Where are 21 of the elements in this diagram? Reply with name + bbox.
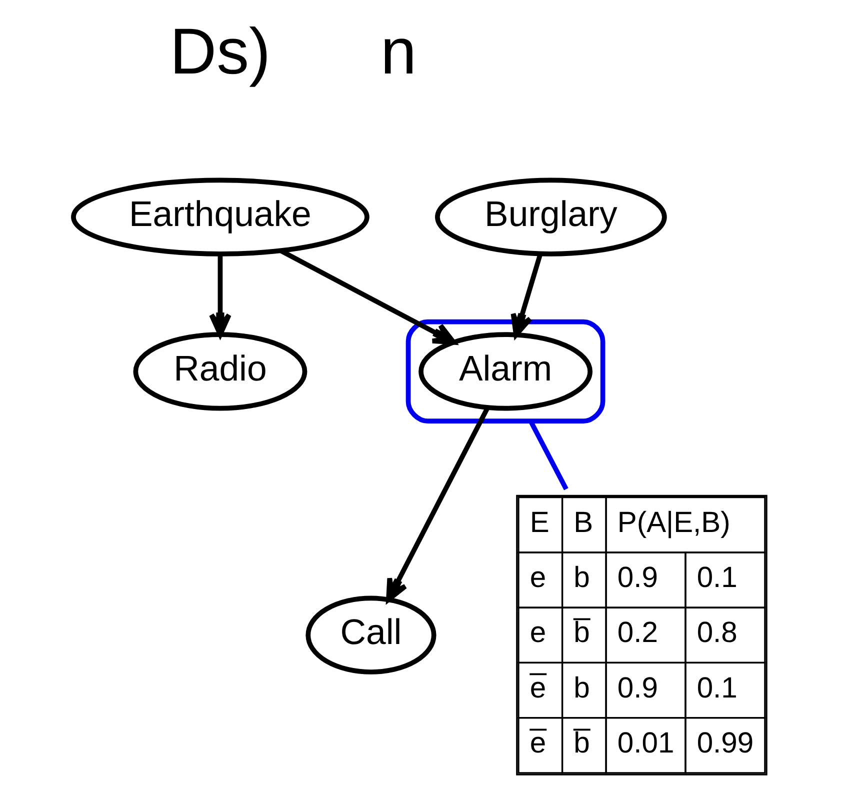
label: B [573,506,593,539]
label: 0.2 [616,617,658,650]
label: E [529,506,549,539]
label: 0.8 [696,617,737,650]
label: 0.1 [696,672,737,704]
label: 0.9 [616,562,658,594]
label: P(A|E,B) [616,506,730,539]
label: b [573,672,590,704]
label: e̅ [529,672,546,704]
label: b [573,562,590,594]
label: 0.9 [616,672,658,704]
label: b̅ [573,727,590,760]
label: n [380,14,416,88]
label: e [529,562,546,594]
label: e [529,617,546,650]
label: e̅ [529,727,546,760]
label: b̅ [573,617,590,650]
label: 0.1 [696,562,737,594]
label: Ds) [169,14,270,88]
label: 0.01 [616,727,674,760]
label: 0.99 [696,727,754,760]
